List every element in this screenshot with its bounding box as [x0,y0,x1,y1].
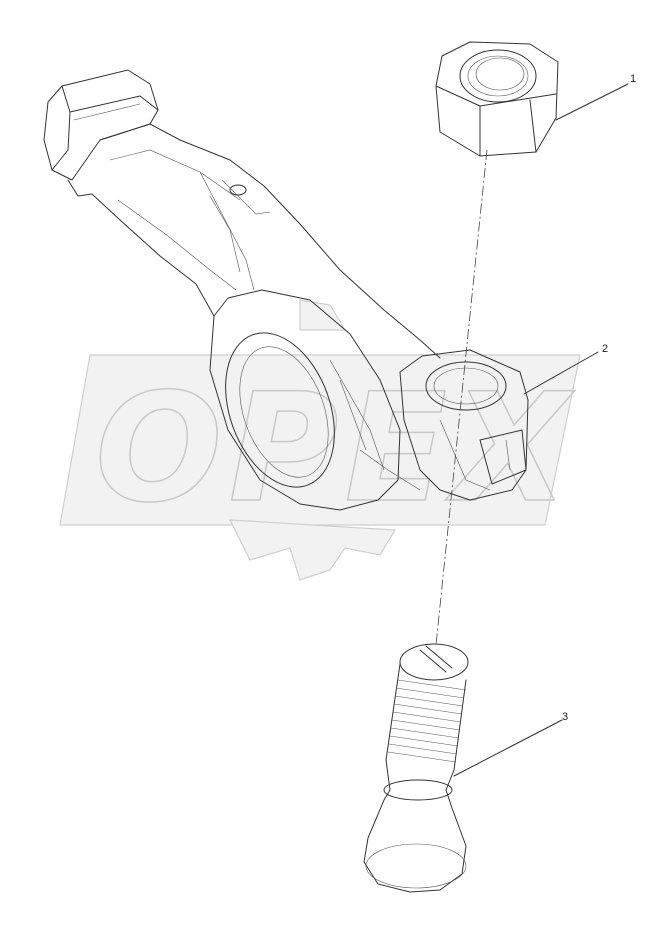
leader-line-2 [523,351,599,395]
rocker-arm-part [43,69,529,511]
watermark-text: OPEX [95,362,575,536]
assembly-axis-line [435,149,488,646]
hex-nut-part [435,41,559,157]
callout-3: 3 [562,711,568,723]
watermark-logo: OPEX [59,299,581,581]
leader-line-1 [555,83,629,121]
callout-2: 2 [602,343,608,355]
thread-lines [387,679,467,763]
callout-1: 1 [630,73,636,85]
leader-line-3 [453,719,563,777]
adjusting-screw-part [363,643,469,893]
gear-icon [59,299,581,581]
